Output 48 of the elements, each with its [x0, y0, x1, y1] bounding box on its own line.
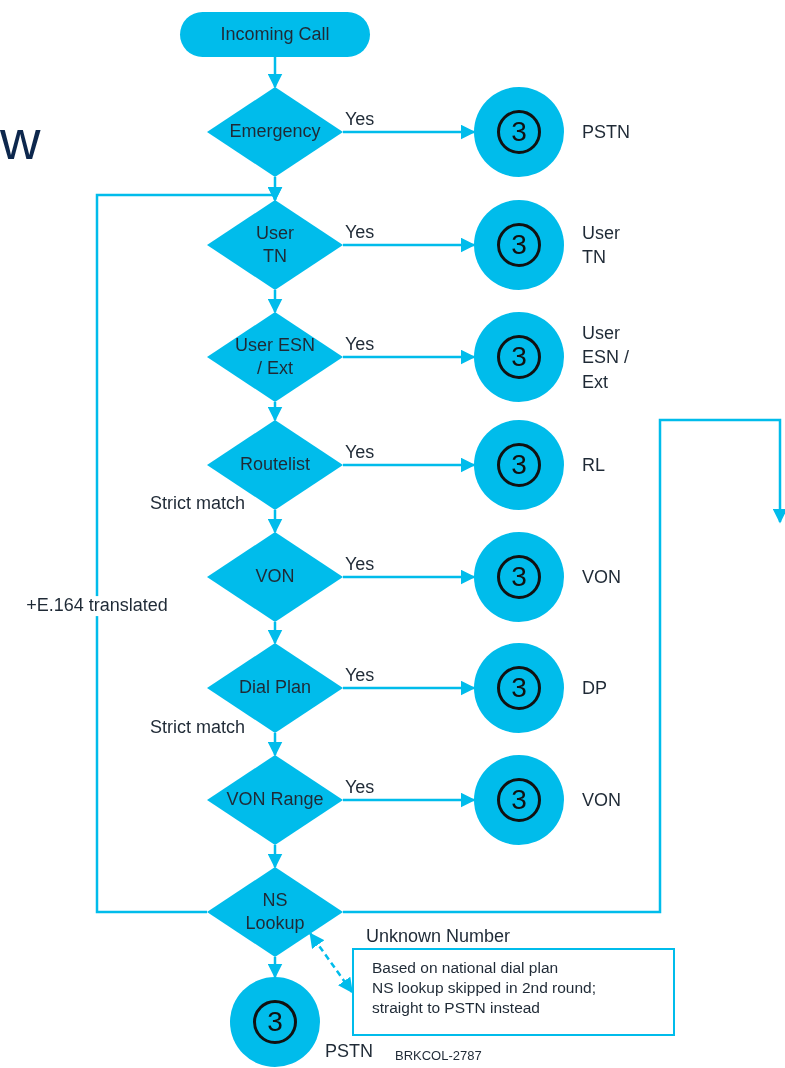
- arrow: [267, 290, 283, 314]
- arrow: [343, 237, 476, 253]
- step-number: 3: [497, 110, 541, 154]
- arrow: [267, 733, 283, 757]
- arrow: [343, 569, 476, 585]
- step-number: 3: [497, 666, 541, 710]
- decision-label: User TN: [255, 221, 295, 268]
- decision-label: VON: [254, 565, 296, 589]
- outcome-label: RL: [582, 453, 606, 477]
- arrow: [267, 622, 283, 645]
- dashed-arrow: [309, 932, 353, 994]
- title: w: [0, 112, 41, 168]
- arrow: [267, 510, 283, 534]
- decision-label: Emergency: [228, 120, 322, 144]
- arrow: [267, 845, 283, 869]
- arrow: [343, 457, 476, 473]
- note-text: NS lookup skipped in 2nd round; straight to PSTN instead: [372, 978, 598, 1019]
- arrow: [343, 680, 476, 696]
- start-terminal: Incoming Call: [180, 12, 370, 57]
- arrow: [343, 792, 476, 808]
- session-code: BRKCOL-2787: [395, 1048, 482, 1063]
- outcome-label: User ESN / Ext: [582, 321, 630, 394]
- decision-label: VON Range: [225, 788, 325, 812]
- decision-label: Dial Plan: [237, 676, 312, 700]
- step-number: 3: [497, 555, 541, 599]
- arrow: [267, 957, 283, 979]
- step-number: 3: [497, 223, 541, 267]
- arrow: [343, 418, 785, 914]
- decision-label: NS Lookup: [244, 888, 306, 935]
- arrow: [267, 57, 283, 89]
- step-number: 3: [497, 335, 541, 379]
- arrow: [343, 124, 476, 140]
- arrow: [343, 349, 476, 365]
- outcome-label: DP: [582, 676, 608, 700]
- outcome-label: VON: [582, 788, 622, 812]
- step-number: 3: [497, 443, 541, 487]
- arrow: [95, 186, 283, 914]
- note-heading: Unknown Number: [366, 926, 511, 947]
- step-number: 3: [253, 1000, 297, 1044]
- arrow: [267, 402, 283, 422]
- decision-label: Routelist: [239, 453, 311, 477]
- outcome-label: User TN: [582, 221, 621, 269]
- decision-label: User ESN / Ext: [234, 333, 316, 380]
- outcome-label: VON: [582, 565, 622, 589]
- note-text: Based on national dial plan: [372, 958, 560, 978]
- edge-label: +E.164 translated: [26, 596, 168, 616]
- step-number: 3: [497, 778, 541, 822]
- outcome-label: PSTN: [582, 120, 631, 144]
